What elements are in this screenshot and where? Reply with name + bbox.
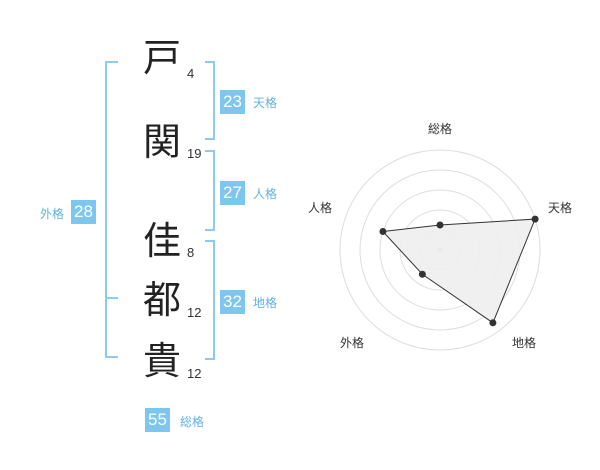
radar-point-tenkaku xyxy=(531,215,539,223)
jinkaku-value: 27 xyxy=(220,181,245,205)
radar-point-soukaku xyxy=(436,221,444,229)
chikaku-bracket-top xyxy=(205,240,215,242)
gaikaku-label: 外格 xyxy=(40,207,65,221)
stroke-count-2: 19 xyxy=(187,146,202,161)
radar-point-jinkaku xyxy=(379,227,387,235)
tenkaku-bracket-bottom xyxy=(205,138,215,140)
jinkaku-label: 人格 xyxy=(253,187,278,201)
tenkaku-bracket-vertical xyxy=(213,61,215,140)
gaikaku-bracket-mid xyxy=(105,297,118,299)
stroke-count-3: 8 xyxy=(187,245,195,260)
name-char-1: 戸 xyxy=(142,36,181,80)
stroke-count-1: 4 xyxy=(187,66,195,81)
name-char-4: 都 xyxy=(142,278,181,322)
radar-grid-ring xyxy=(339,149,541,351)
gaikaku-bracket-vertical xyxy=(105,61,107,358)
radar-polygon xyxy=(381,218,536,324)
stroke-count-4: 12 xyxy=(187,305,202,320)
jinkaku-bracket-bottom xyxy=(205,229,215,231)
radar-point-chikaku xyxy=(489,319,497,327)
radar-label-soukaku: 総格 xyxy=(428,122,453,136)
soukaku-label: 総格 xyxy=(180,415,205,429)
tenkaku-label: 天格 xyxy=(253,96,278,110)
tenkaku-value: 23 xyxy=(220,90,245,114)
radar-label-gaikaku: 外格 xyxy=(340,336,365,350)
radar-point-gaikaku xyxy=(418,270,426,278)
stroke-count-5: 12 xyxy=(187,366,202,381)
tenkaku-bracket-top xyxy=(205,61,215,63)
radar-label-tenkaku: 天格 xyxy=(548,201,573,215)
radar-label-chikaku: 地格 xyxy=(512,336,537,350)
chikaku-label: 地格 xyxy=(253,296,278,310)
chikaku-bracket-vertical xyxy=(213,240,215,360)
chikaku-bracket-bottom xyxy=(205,358,215,360)
gaikaku-bracket-top xyxy=(105,61,118,63)
chikaku-value: 32 xyxy=(220,290,245,314)
gaikaku-value: 28 xyxy=(71,200,96,224)
name-char-5: 貴 xyxy=(142,339,181,383)
jinkaku-bracket-vertical xyxy=(213,150,215,231)
name-char-3: 佳 xyxy=(142,219,181,263)
soukaku-value: 55 xyxy=(145,408,170,432)
gaikaku-bracket-bottom xyxy=(105,356,118,358)
radar-label-jinkaku: 人格 xyxy=(308,201,333,215)
name-char-2: 関 xyxy=(142,120,181,164)
jinkaku-bracket-top xyxy=(205,150,215,152)
